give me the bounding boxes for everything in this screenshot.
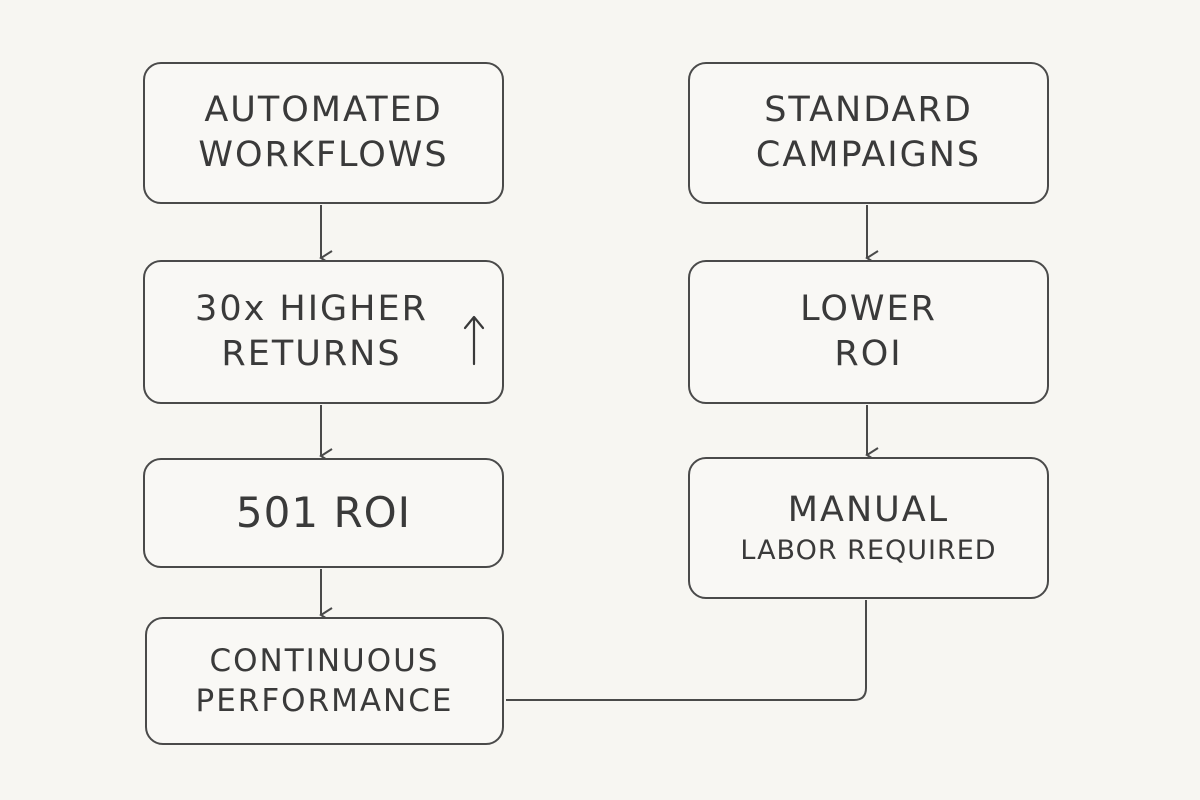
automated-workflows-line2: WORKFLOWS: [198, 135, 449, 175]
lower-roi-line1: LOWER: [800, 288, 937, 329]
higher-returns-line2: RETURNS: [221, 334, 402, 374]
manual-labor-box: MANUAL LABOR REQUIRED: [688, 457, 1049, 599]
connector-manual-to-continuous: [506, 600, 867, 701]
up-arrow-icon: [463, 315, 485, 366]
lower-roi-box: LOWER ROI: [688, 260, 1049, 404]
manual-labor-line2: LABOR REQUIRED: [740, 535, 997, 567]
standard-campaigns-line2: CAMPAIGNS: [755, 135, 982, 175]
continuous-performance-line1: CONTINUOUS: [209, 642, 440, 679]
standard-campaigns-line1: STANDARD: [764, 89, 973, 130]
standard-campaigns-box: STANDARD CAMPAIGNS: [688, 62, 1049, 204]
higher-returns-line1: 30x HIGHER: [195, 288, 428, 329]
lower-roi-line2: ROI: [834, 334, 903, 374]
continuous-performance-box: CONTINUOUS PERFORMANCE: [145, 617, 504, 745]
roi-501-box: 501 ROI: [143, 458, 504, 568]
roi-501-label: 501 ROI: [235, 487, 412, 537]
automated-workflows-line1: AUTOMATED: [204, 89, 443, 130]
higher-returns-box: 30x HIGHER RETURNS: [143, 260, 504, 404]
continuous-performance-line2: PERFORMANCE: [195, 683, 454, 719]
automated-workflows-box: AUTOMATED WORKFLOWS: [143, 62, 504, 204]
manual-labor-line1: MANUAL: [787, 489, 950, 530]
